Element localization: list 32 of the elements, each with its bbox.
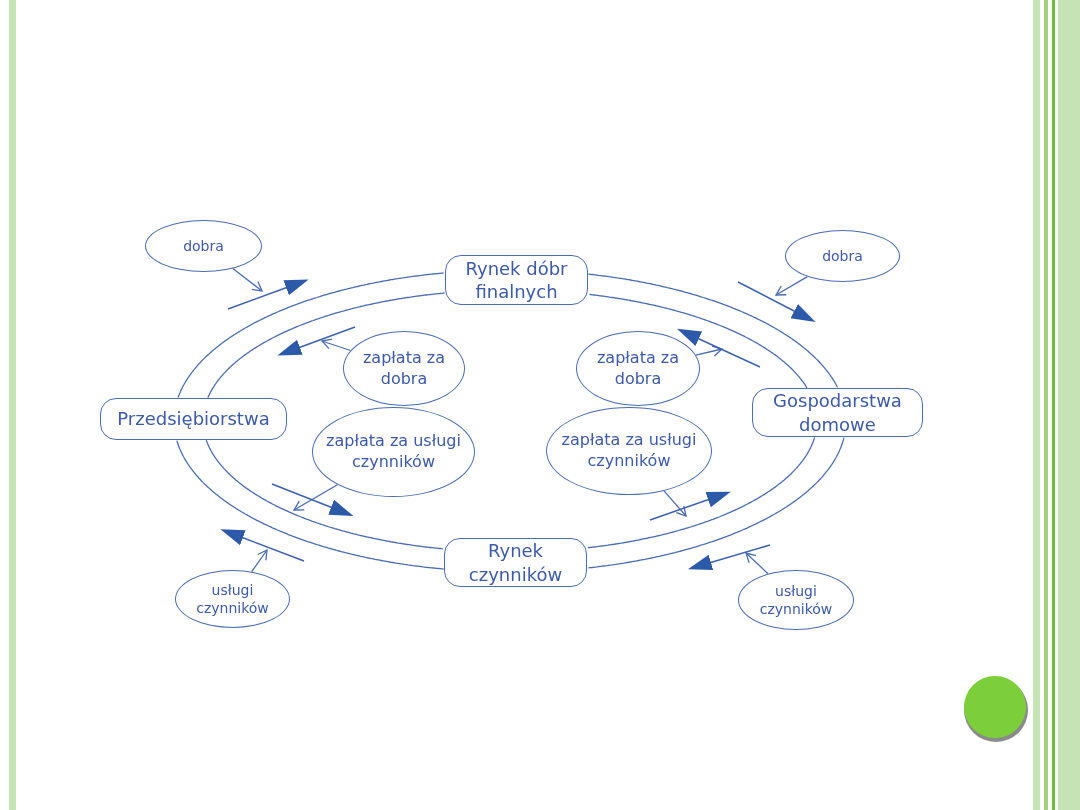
node-label: Rynek dóbr finalnych xyxy=(464,256,569,304)
circular-flow-line xyxy=(587,273,839,388)
node-label: Rynek czynników xyxy=(467,539,564,586)
leader-arrow xyxy=(695,345,723,357)
circular-flow-line xyxy=(176,440,445,570)
leader-arrow xyxy=(321,338,352,352)
rounded-box xyxy=(100,398,287,440)
leader-arrow xyxy=(775,275,809,296)
node-label: zapłata za dobra xyxy=(361,347,447,390)
node-label: zapłata za usługi czynników xyxy=(560,430,698,472)
circular-flow-line xyxy=(207,292,446,399)
node-label: dobra xyxy=(821,246,864,266)
leader-arrow xyxy=(232,267,263,292)
node-label: zapłata za dobra xyxy=(595,347,681,390)
rounded-box xyxy=(752,388,923,437)
node-label: Przedsiębiorstwa xyxy=(116,407,271,431)
leader-arrow xyxy=(745,552,769,575)
node-label: usługi czynników xyxy=(195,580,270,618)
circular-flow-line xyxy=(588,293,808,389)
rounded-box xyxy=(445,255,588,305)
circular-flow-line xyxy=(587,436,816,549)
leader-arrow xyxy=(663,490,687,517)
node-label: Gospodarstwa domowe xyxy=(772,389,903,436)
leader-arrow xyxy=(293,484,339,511)
circular-flow-line xyxy=(587,436,845,569)
node-label: zapłata za usługi czynników xyxy=(325,431,462,473)
node-label: usługi czynników xyxy=(758,581,834,619)
rounded-box xyxy=(444,538,587,587)
node-label: dobra xyxy=(182,236,225,256)
circular-flow-line xyxy=(177,272,445,399)
ellipse-node xyxy=(576,331,700,406)
circular-flow-line xyxy=(205,439,444,550)
